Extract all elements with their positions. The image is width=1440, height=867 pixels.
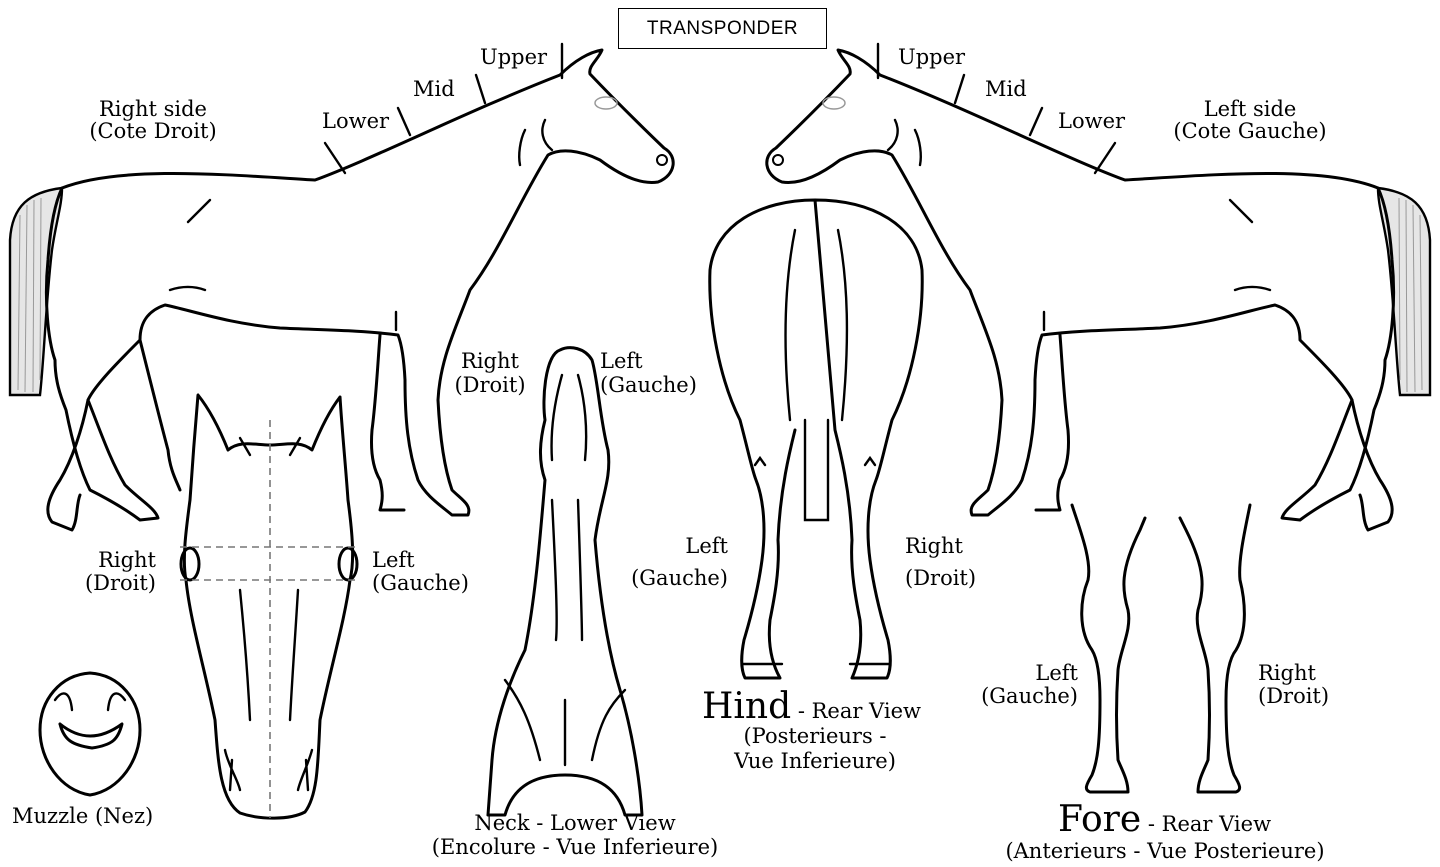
horse-left-chest-mark bbox=[915, 130, 921, 165]
right-side-fr-label: (Cote Droit) bbox=[68, 120, 238, 142]
head-right-ear-line bbox=[240, 438, 250, 455]
fore-right-label: Right bbox=[1258, 662, 1316, 684]
fore-caption-fr: (Anterieurs - Vue Posterieure) bbox=[985, 840, 1345, 862]
right-neck-mid-divider bbox=[476, 75, 485, 103]
left-neck-mid-divider bbox=[955, 75, 964, 103]
hind-left-fr-label: (Gauche) bbox=[610, 567, 728, 589]
muzzle-view bbox=[40, 673, 140, 795]
neck-left-fr-label: (Gauche) bbox=[600, 374, 697, 396]
fore-caption-rest: - Rear View bbox=[1141, 812, 1271, 836]
muzzle-right-nostril bbox=[55, 693, 72, 710]
fore-left-label: Left bbox=[960, 662, 1078, 684]
neck-view-label: Neck - Lower View bbox=[420, 812, 730, 834]
neck-right-fr-label: (Droit) bbox=[440, 374, 540, 396]
horse-right-flank-mark bbox=[188, 200, 210, 222]
fore-caption-word: Fore bbox=[1058, 799, 1141, 840]
hind-right-fr-label: (Droit) bbox=[905, 567, 976, 589]
horse-right-shoulder-mark bbox=[542, 120, 552, 150]
hind-caption-word: Hind bbox=[702, 686, 791, 727]
head-left-nostril bbox=[298, 750, 312, 790]
head-right-line bbox=[240, 590, 250, 720]
right-neck-base-divider bbox=[325, 143, 345, 173]
hind-left-hock bbox=[755, 458, 765, 465]
horse-left-eye bbox=[823, 97, 845, 109]
head-left-fr-label: (Gauche) bbox=[372, 572, 469, 594]
right-side-label: Right side bbox=[68, 98, 238, 120]
muzzle-mouth bbox=[60, 724, 122, 748]
neck-left-label: Left bbox=[600, 350, 643, 372]
head-front-outline bbox=[184, 395, 352, 818]
horse-left-foreleg-near bbox=[1036, 335, 1069, 510]
hind-right-label: Right bbox=[905, 535, 963, 557]
hind-caption-rest: - Rear View bbox=[791, 699, 921, 723]
neck-inner-line-right bbox=[552, 375, 562, 460]
horse-right-hindleg-far2 bbox=[140, 340, 180, 490]
left-lower-label: Lower bbox=[1058, 110, 1125, 132]
neck-chest-line-right bbox=[505, 680, 540, 760]
head-left-ear-line bbox=[290, 438, 300, 455]
head-right-nostril bbox=[225, 750, 240, 790]
fore-right-leg bbox=[1180, 505, 1250, 792]
hind-caption-fr2: Vue Inferieure) bbox=[700, 750, 930, 772]
neck-center-line-right bbox=[552, 500, 557, 640]
fore-right-fr-label: (Droit) bbox=[1258, 685, 1329, 707]
muzzle-outline bbox=[40, 673, 140, 795]
neck-right-label: Right bbox=[440, 350, 540, 372]
head-left-label: Left bbox=[372, 549, 415, 571]
hind-outline bbox=[710, 200, 922, 678]
left-side-label: Left side bbox=[1160, 98, 1340, 120]
head-left-line bbox=[290, 590, 298, 720]
horse-left-belly-mark bbox=[1235, 287, 1270, 290]
left-neck-base-divider bbox=[1095, 143, 1115, 173]
neck-chest-line-left bbox=[592, 690, 625, 760]
right-neck-lower-divider bbox=[398, 108, 410, 135]
head-right-label: Right bbox=[60, 549, 156, 571]
right-mid-label: Mid bbox=[413, 78, 455, 100]
neck-center-line-left bbox=[578, 500, 582, 640]
fore-caption: Fore - Rear View bbox=[1058, 801, 1271, 843]
head-right-fr-label: (Droit) bbox=[60, 572, 156, 594]
left-upper-label: Upper bbox=[898, 46, 965, 68]
neck-view-fr-label: (Encolure - Vue Inferieure) bbox=[410, 836, 740, 858]
left-mid-label: Mid bbox=[985, 78, 1027, 100]
hind-tail bbox=[805, 420, 828, 520]
horse-left-shoulder-mark bbox=[888, 120, 898, 150]
fore-left-leg bbox=[1072, 505, 1145, 792]
head-front-view bbox=[180, 395, 360, 818]
hind-right-hock bbox=[865, 458, 875, 465]
hind-inner-right bbox=[785, 230, 795, 420]
horse-right-eye bbox=[595, 97, 617, 109]
left-side-fr-label: (Cote Gauche) bbox=[1160, 120, 1340, 142]
head-left-eye bbox=[339, 548, 357, 580]
hind-rear-view bbox=[710, 200, 922, 678]
hind-inner-left bbox=[838, 230, 847, 420]
horse-left-flank-mark bbox=[1230, 200, 1252, 222]
transponder-button[interactable]: TRANSPONDER bbox=[618, 8, 827, 49]
horse-right-belly-mark bbox=[170, 287, 205, 290]
neck-inner-line-left bbox=[578, 375, 586, 460]
fore-left-fr-label: (Gauche) bbox=[960, 685, 1078, 707]
right-lower-label: Lower bbox=[322, 110, 389, 132]
hind-caption-fr1: (Posterieurs - bbox=[700, 725, 930, 747]
left-neck-lower-divider bbox=[1030, 108, 1042, 135]
horse-right-nostril bbox=[657, 155, 667, 165]
horse-right-foreleg-near bbox=[371, 335, 404, 510]
muzzle-left-nostril bbox=[108, 693, 125, 710]
muzzle-label: Muzzle (Nez) bbox=[12, 805, 153, 827]
right-upper-label: Upper bbox=[480, 46, 547, 68]
hind-left-label: Left bbox=[610, 535, 728, 557]
horse-right-chest-mark bbox=[519, 130, 525, 165]
fore-rear-view bbox=[1072, 505, 1250, 792]
horse-left-nostril bbox=[773, 155, 783, 165]
